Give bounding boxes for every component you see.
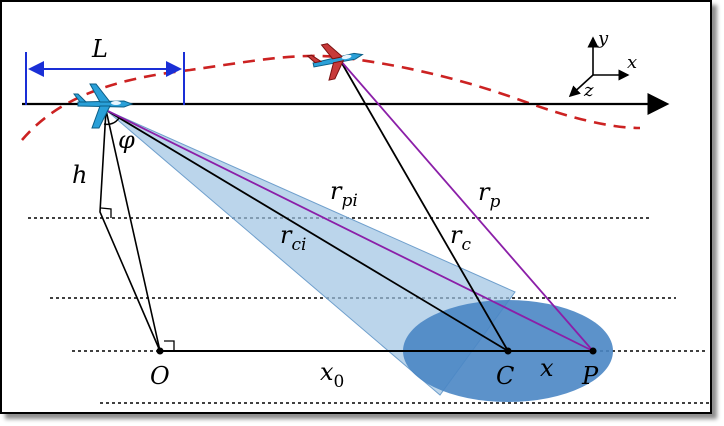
nadir-line — [105, 109, 161, 352]
angle-phi-arc — [103, 117, 120, 126]
ray-rpi — [105, 109, 594, 352]
right-angle-O — [164, 340, 175, 351]
point-P — [589, 347, 597, 355]
ray-rc — [339, 59, 509, 352]
ray-rci — [105, 109, 509, 352]
label-P: P — [581, 362, 599, 390]
label-O: O — [150, 362, 170, 390]
point-C — [504, 347, 512, 355]
label-L: L — [91, 35, 108, 63]
label-phi: φ — [118, 126, 135, 154]
axis-label-x: x — [627, 52, 637, 73]
axis-label-z: z — [583, 80, 594, 101]
label-C: C — [496, 362, 514, 390]
coordinate-axes — [568, 36, 630, 98]
aircraft-2-icon — [306, 43, 364, 81]
label-rci: rci — [280, 221, 306, 255]
label-h: h — [72, 161, 87, 189]
aircraft-1-icon — [73, 83, 134, 129]
label-x0: x0 — [320, 358, 344, 392]
label-rpi: rpi — [330, 177, 358, 211]
point-O — [156, 347, 164, 355]
altitude-line — [99, 109, 161, 352]
label-x: x — [540, 354, 554, 382]
label-rc: rc — [450, 221, 471, 255]
label-rp: rp — [478, 178, 500, 212]
right-angle-h — [100, 207, 112, 218]
axis-label-y: y — [597, 28, 609, 49]
ray-rp — [339, 59, 594, 352]
